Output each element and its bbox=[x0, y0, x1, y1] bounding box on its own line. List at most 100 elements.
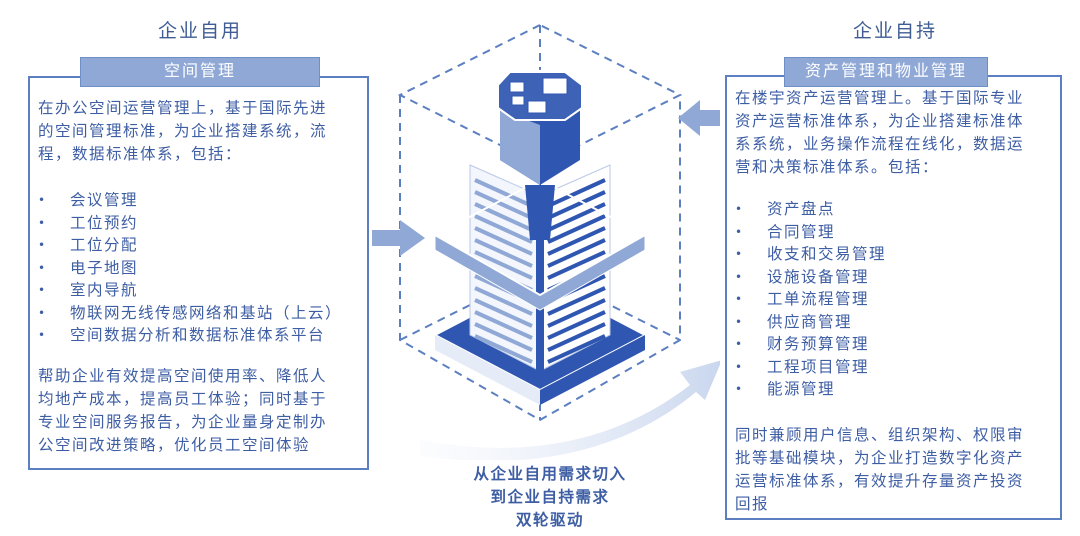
window-stripe bbox=[474, 250, 533, 280]
bullet-icon: • bbox=[38, 305, 47, 320]
right-intro-line: 营和决策标准体系。包括： bbox=[735, 158, 940, 176]
right-arrow-icon bbox=[372, 220, 425, 256]
left-panel bbox=[28, 76, 369, 470]
left-summary-line: 帮助企业有效提高空间使用率、降低人 bbox=[38, 367, 328, 385]
left-summary: 帮助企业有效提高空间使用率、降低人 均地产成本，提高员工体验；同时基于 专业空间… bbox=[38, 365, 327, 457]
caption-line: 从企业自用需求切入 bbox=[473, 464, 627, 483]
left-panel-title: 空间管理 bbox=[80, 57, 320, 87]
left-summary-line: 公空间改进策略，优化员工空间体验 bbox=[38, 436, 311, 454]
bullet-icon: • bbox=[38, 283, 47, 297]
left-intro: 在办公空间运营管理上，基于国际先进 的空间管理标准，为企业搭建系统，流 程，数据… bbox=[38, 97, 327, 166]
list-item: • 工单流程管理 bbox=[731, 288, 886, 311]
list-item-label: 资产盘点 bbox=[767, 200, 836, 218]
right-panel bbox=[725, 75, 1062, 520]
list-item: • 供应商管理 bbox=[731, 311, 886, 334]
left-feature-list: • 会议管理 • 工位预约 • 工位分配 • 电子地图 • 室内导航 • 物联网无线传感网络… bbox=[34, 189, 342, 347]
left-intro-line: 在办公空间运营管理上，基于国际先进 bbox=[38, 99, 328, 117]
list-item: • 电子地图 bbox=[34, 257, 342, 280]
window-stripe bbox=[474, 226, 533, 256]
list-item: • 会议管理 bbox=[34, 189, 342, 212]
bullet-icon: • bbox=[735, 337, 744, 351]
left-intro-line: 的空间管理标准，为企业搭建系统，流 bbox=[38, 122, 328, 140]
window-stripe bbox=[474, 310, 533, 340]
list-item: • 空间数据分析和数据标准体系平台 bbox=[34, 324, 342, 347]
right-intro-line: 在楼宇资产运营管理上。基于国际专业 bbox=[735, 89, 1025, 107]
list-item: • 工位分配 bbox=[34, 234, 342, 257]
bullet-icon: • bbox=[735, 202, 744, 216]
list-item: • 工位预约 bbox=[34, 212, 342, 235]
left-summary-line: 专业空间服务报告，为企业量身定制办 bbox=[38, 413, 328, 431]
middle-ring bbox=[432, 178, 648, 311]
list-item: • 物联网无线传感网络和基站（上云） bbox=[34, 302, 342, 325]
window-stripe bbox=[547, 178, 606, 208]
right-intro-line: 资产运营标准体系，为企业搭建标准体 bbox=[735, 112, 1025, 130]
window-stripe bbox=[474, 190, 533, 220]
window-stripe bbox=[547, 238, 606, 268]
bullet-icon: • bbox=[735, 359, 744, 374]
building-tower-icon bbox=[372, 23, 720, 460]
bullet-icon: • bbox=[735, 224, 744, 239]
list-item-label: 财务预算管理 bbox=[767, 335, 870, 353]
list-item-label: 供应商管理 bbox=[767, 312, 853, 331]
list-item: • 资产盘点 bbox=[731, 198, 886, 221]
bullet-icon: • bbox=[735, 292, 744, 306]
right-summary-line: 回报 bbox=[735, 495, 770, 513]
list-item-label: 会议管理 bbox=[70, 191, 139, 209]
bullet-icon: • bbox=[38, 238, 47, 252]
bullet-icon: • bbox=[38, 328, 47, 342]
list-item-label: 空间数据分析和数据标准体系平台 bbox=[70, 326, 326, 344]
list-item: • 财务预算管理 bbox=[731, 333, 886, 356]
window-stripe bbox=[547, 334, 606, 364]
right-intro: 在楼宇资产运营管理上。基于国际专业 资产运营标准体系，为企业搭建标准体 系系统，… bbox=[735, 87, 1024, 179]
caption-line: 到企业自持需求 bbox=[490, 487, 610, 506]
window-stripe bbox=[547, 310, 606, 340]
window-stripe bbox=[547, 298, 606, 328]
list-item: • 室内导航 bbox=[34, 279, 342, 302]
right-summary: 同时兼顾用户信息、组织架构、权限审 批等基础模块，为企业打造数字化资产 运营标准… bbox=[735, 424, 1024, 516]
center-caption: 从企业自用需求切入 到企业自持需求 双轮驱动 bbox=[455, 462, 645, 531]
list-item-label: 工单流程管理 bbox=[767, 290, 870, 308]
list-item-label: 室内导航 bbox=[70, 281, 139, 299]
caption-line: 双轮驱动 bbox=[515, 510, 584, 529]
window-stripe bbox=[547, 250, 606, 280]
window-stripe bbox=[474, 214, 533, 244]
list-item-label: 设施设备管理 bbox=[767, 267, 870, 286]
right-column-title: 企业自持 bbox=[852, 20, 937, 42]
window-stripe bbox=[474, 238, 533, 268]
left-column-title: 企业自用 bbox=[157, 20, 242, 42]
right-intro-line: 系系统，业务操作流程在线化，数据运 bbox=[735, 135, 1025, 153]
tower-crown bbox=[497, 71, 583, 240]
window-stripe bbox=[474, 178, 533, 208]
right-summary-line: 批等基础模块，为企业打造数字化资产 bbox=[735, 449, 1025, 467]
list-item-label: 电子地图 bbox=[70, 258, 139, 277]
window-stripe bbox=[547, 190, 606, 220]
bullet-icon: • bbox=[735, 382, 744, 396]
list-item: •设施设备管理 bbox=[731, 266, 886, 289]
list-item-label: 收支和交易管理 bbox=[767, 245, 887, 263]
window-stripe bbox=[474, 298, 533, 328]
list-item-label: 物联网无线传感网络和基站（上云） bbox=[70, 303, 343, 322]
right-panel-title: 资产管理和物业管理 bbox=[784, 57, 988, 87]
list-item-label: 工位分配 bbox=[70, 236, 139, 254]
window-stripe bbox=[547, 322, 606, 352]
list-item: •能源管理 bbox=[731, 378, 886, 401]
window-stripe bbox=[547, 226, 606, 256]
bullet-icon: • bbox=[38, 260, 47, 275]
window-stripe bbox=[474, 286, 533, 316]
right-summary-line: 运营标准体系，有效提升存量资产投资 bbox=[735, 472, 1025, 490]
bullet-icon: • bbox=[735, 247, 744, 261]
window-stripe bbox=[474, 322, 533, 352]
bullet-icon: • bbox=[38, 193, 47, 207]
window-stripe bbox=[547, 214, 606, 244]
window-stripe bbox=[547, 286, 606, 316]
list-item-label: 合同管理 bbox=[767, 222, 836, 241]
right-summary-line: 同时兼顾用户信息、组织架构、权限审 bbox=[735, 426, 1025, 444]
list-item: •工程项目管理 bbox=[731, 356, 886, 379]
list-item: • 收支和交易管理 bbox=[731, 243, 886, 266]
window-stripe bbox=[474, 334, 533, 364]
list-item-label: 工位预约 bbox=[70, 213, 139, 232]
list-item: • 合同管理 bbox=[731, 221, 886, 244]
bullet-icon: • bbox=[735, 314, 744, 329]
bullet-icon: • bbox=[38, 215, 47, 230]
swoosh-arrow-icon bbox=[420, 360, 720, 460]
